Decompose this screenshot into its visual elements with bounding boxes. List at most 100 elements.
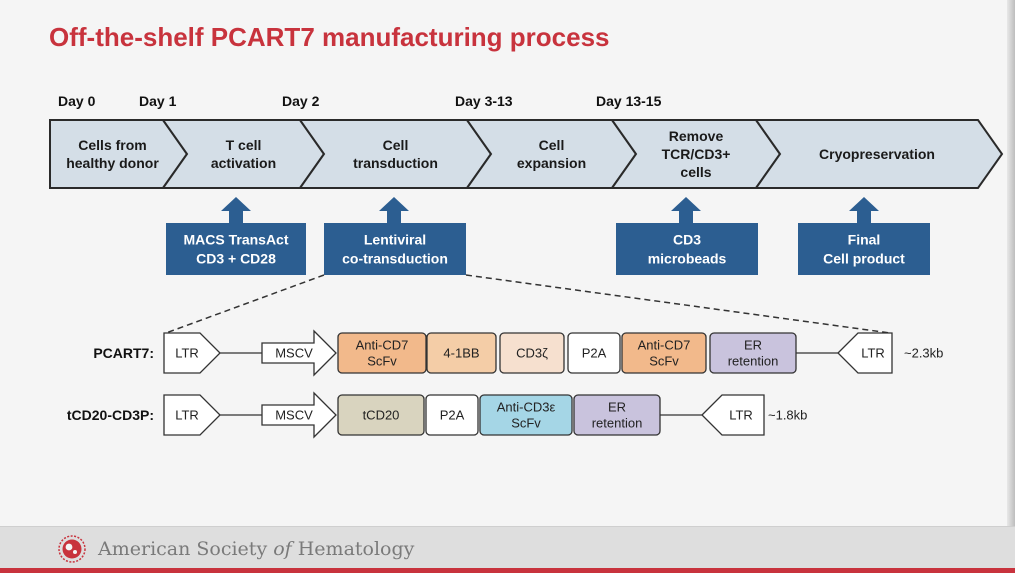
timeline-step-label: activation [211,155,276,171]
gene-block [337,394,425,436]
day-label: Day 0 [58,93,96,109]
gene-block-label: retention [728,354,779,369]
input-box-label: microbeads [648,251,727,267]
timeline-step-label: Cryopreservation [819,146,935,162]
gene-block [337,332,427,374]
left-ltr-label: LTR [175,408,199,423]
up-arrow-icon [379,197,409,223]
timeline-chevron [161,119,326,189]
timeline-step-label: T cell [226,137,262,153]
up-arrow-icon [221,197,251,223]
gene-block [426,332,497,374]
timeline-step: Cell transduction Day 2 [282,93,493,189]
timeline-step-label: cells [680,164,711,180]
process-input: Lentiviral co-transduction [324,197,466,275]
timeline-step-label: Cells from [78,137,146,153]
gene-block-label: ER [608,400,626,415]
construct-size: ~1.8kb [768,408,807,423]
timeline-step-label: TCR/CD3+ [662,146,731,162]
up-arrow-icon [671,197,701,223]
right-ltr [837,332,893,374]
construct-name: tCD20-CD3P: [67,407,154,423]
gene-block [621,332,707,374]
zoom-line-right [465,274,891,334]
gene-block-label: P2A [582,346,607,361]
gene-block-label: 4-1BB [443,346,479,361]
footer-accent-line [0,568,1015,573]
construct-name: PCART7: [93,345,154,361]
gene-block-label: Anti-CD7 [356,338,409,353]
timeline-step: Cryopreservation [754,119,1004,189]
input-box-label: Lentiviral [364,232,426,248]
timeline-chevron [754,119,1004,189]
gene-block-label: ScFv [367,354,397,369]
input-box-label: Cell product [823,251,905,267]
promoter-label: MSCV [275,346,313,361]
input-box [324,223,466,275]
footer-bar [0,526,1015,573]
timeline-step: T cell activation Day 1 [139,93,326,189]
timeline-step-label: transduction [353,155,438,171]
input-box-label: Final [848,232,881,248]
gene-block-label: Anti-CD3ε [497,400,556,415]
gene-block [499,332,565,374]
input-box [616,223,758,275]
construct-size: ~2.3kb [904,346,943,361]
right-ltr [701,394,765,436]
day-label: Day 13-15 [596,93,662,109]
right-ltr-label: LTR [729,408,753,423]
mscv-promoter-arrow [261,329,337,377]
input-box-label: co-transduction [342,251,448,267]
gene-block-label: ER [744,338,762,353]
gene-block-label: P2A [440,408,465,423]
ash-logo-icon [58,535,86,563]
timeline-step-label: Remove [669,128,724,144]
timeline: Cells from healthy donor Day 0 T cell activa… [49,93,1004,189]
gene-block-label: ScFv [511,416,541,431]
promoter-label: MSCV [275,408,313,423]
footer-organization-name: American Society of Hematology [98,538,415,560]
timeline-step-label: expansion [517,155,586,171]
gene-block-label: ScFv [649,354,679,369]
process-input: CD3 microbeads [616,197,758,275]
input-box-label: CD3 + CD28 [196,251,276,267]
gene-block [425,394,479,436]
timeline-chevron [298,119,493,189]
timeline-step-label: Cell [383,137,409,153]
zoom-line-left [165,274,325,334]
up-arrow-icon [849,197,879,223]
slide-edge-shadow [1007,0,1015,573]
gene-block [567,332,621,374]
input-box-label: MACS TransAct [183,232,288,248]
timeline-chevron [465,119,638,189]
gene-block-label: CD3ζ [516,346,548,361]
left-ltr [163,394,221,436]
input-box-label: CD3 [673,232,701,248]
day-label: Day 1 [139,93,177,109]
gene-block-label: tCD20 [363,408,400,423]
input-box [166,223,306,275]
process-diagram: Cells from healthy donor Day 0 T cell activa… [49,93,1004,439]
right-ltr-label: LTR [861,346,885,361]
input-box [798,223,930,275]
gene-block [479,394,573,436]
day-label: Day 2 [282,93,320,109]
slide-title: Off-the-shelf PCART7 manufacturing proce… [49,22,610,52]
mscv-promoter-arrow [261,391,337,439]
day-label: Day 3-13 [455,93,513,109]
timeline-step-label: healthy donor [66,155,159,171]
timeline-chevron [49,119,189,189]
gene-block-label: Anti-CD7 [638,338,691,353]
timeline-step-label: Cell [539,137,565,153]
left-ltr [163,332,221,374]
timeline-step: Cell expansion Day 3-13 [455,93,638,189]
gene-block-label: retention [592,416,643,431]
